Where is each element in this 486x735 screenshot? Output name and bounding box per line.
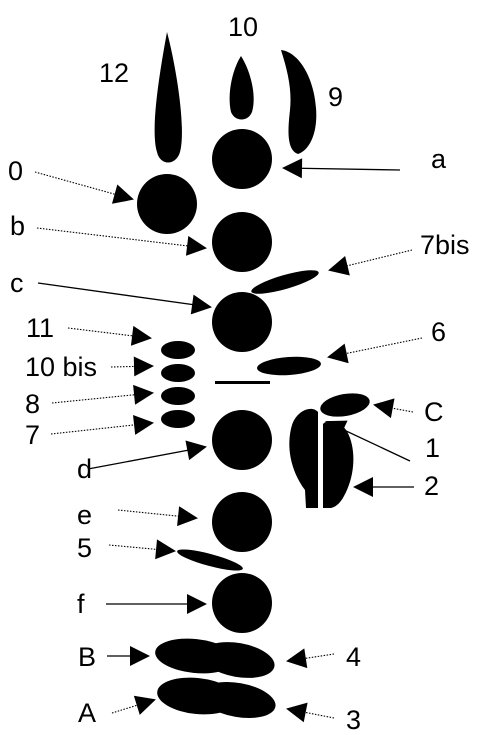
label-7: 7	[25, 420, 40, 450]
shape-9	[281, 50, 317, 154]
label-6: 6	[431, 317, 446, 347]
shape-2	[323, 420, 354, 508]
label-2: 2	[424, 471, 439, 501]
label-c: c	[10, 268, 24, 298]
label-12: 12	[99, 58, 129, 88]
shape-1	[289, 408, 318, 508]
ellipse-8	[161, 387, 195, 405]
label-11: 11	[26, 313, 54, 343]
label-8: 8	[25, 389, 40, 419]
ellipse-10bis	[161, 364, 195, 382]
circle-c	[212, 292, 272, 352]
shape-10	[229, 56, 254, 120]
arrow-4	[286, 648, 335, 669]
arrow-11	[67, 325, 152, 346]
arrow-c	[37, 282, 212, 315]
arrow-1	[325, 420, 411, 462]
label-10: 10	[228, 12, 258, 42]
label-3: 3	[346, 705, 361, 735]
label-b: b	[10, 211, 25, 241]
label-e: e	[77, 500, 92, 530]
circle-d	[212, 410, 272, 470]
label-5: 5	[77, 533, 92, 563]
arrow-5	[108, 539, 176, 560]
ellipse-6	[257, 356, 321, 376]
ellipse-A-right	[200, 682, 276, 718]
label-f: f	[77, 589, 85, 619]
arrow-10bis	[110, 356, 154, 377]
label-10bis: 10 bis	[25, 352, 97, 382]
label-C: C	[424, 397, 444, 427]
label-A: A	[78, 698, 96, 728]
arrow-C	[373, 398, 414, 419]
arrow-8	[51, 384, 154, 405]
arrow-0	[34, 171, 134, 204]
label-9: 9	[328, 82, 343, 112]
arrow-a	[282, 158, 401, 179]
ellipse-5	[177, 549, 243, 571]
arrow-e	[117, 506, 198, 527]
ellipse-C	[320, 393, 370, 417]
label-d: d	[77, 454, 92, 484]
arrow-A	[111, 695, 156, 715]
arrow-7bis	[328, 249, 413, 276]
label-1: 1	[425, 433, 440, 463]
circle-b	[212, 212, 272, 272]
ellipse-11	[161, 341, 195, 359]
divider-line	[215, 381, 270, 384]
arrow-7	[50, 415, 154, 435]
arrow-6	[327, 337, 423, 364]
shape-12	[154, 32, 182, 163]
label-a: a	[431, 144, 447, 174]
circle-a	[212, 129, 272, 189]
ellipse-7	[161, 410, 195, 428]
circle-0	[137, 174, 197, 234]
ellipse-7bis	[251, 270, 319, 294]
ellipse-B-right	[201, 642, 275, 678]
arrow-d	[87, 440, 207, 470]
circle-f	[212, 573, 272, 633]
label-0: 0	[8, 156, 23, 186]
label-B: B	[78, 642, 96, 672]
arrow-3	[286, 702, 335, 723]
circle-e	[212, 492, 272, 552]
label-7bis: 7bis	[420, 230, 470, 260]
label-4: 4	[346, 642, 361, 672]
arrow-b	[36, 227, 207, 256]
